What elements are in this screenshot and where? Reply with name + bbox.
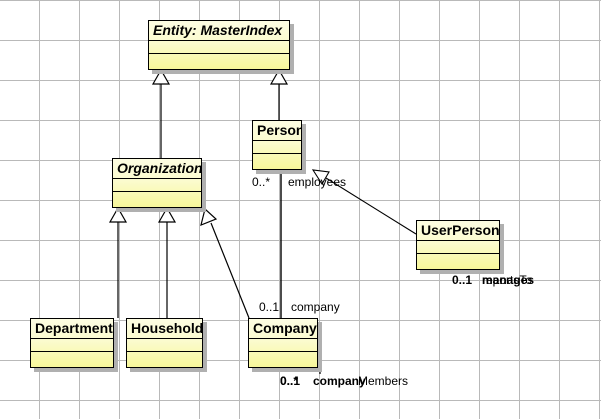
- class-attributes-household: [127, 339, 202, 352]
- class-name-organization: Organization: [113, 159, 201, 179]
- label-employees-multiplicity: 0..*: [252, 175, 271, 189]
- label-userperson-roles-stack: manages reportsTo: [482, 274, 542, 288]
- class-name-masterindex: Entity: MasterIndex: [149, 21, 289, 41]
- class-operations-person: [253, 154, 301, 168]
- class-name-department: Department: [31, 319, 113, 339]
- generalization-person-to-masterindex: [269, 68, 289, 120]
- label-companymembers-multiplicity-a: 0..1: [280, 374, 301, 388]
- label-companymembers-role-members: Members: [358, 374, 409, 388]
- class-operations-organization: [113, 192, 201, 206]
- label-companymembers-multiplicity-b: 0..*: [280, 374, 299, 388]
- class-name-person: Person: [253, 121, 301, 141]
- label-company-role: company: [291, 300, 340, 314]
- class-name-userperson: UserPerson: [417, 221, 499, 241]
- label-userperson-multiplicity: 0..1: [452, 273, 473, 287]
- label-employees-role: employees: [288, 175, 347, 189]
- label-company-multiplicity: 0..1: [259, 300, 280, 314]
- class-operations-household: [127, 352, 202, 366]
- class-operations-department: [31, 352, 113, 366]
- label-companymembers-multiplicity-stack: 0..1 0..*: [280, 375, 308, 389]
- class-operations-userperson: [417, 254, 499, 268]
- class-operations-masterindex: [149, 54, 289, 68]
- class-attributes-person: [253, 141, 301, 154]
- generalization-department-to-organization: [108, 206, 128, 318]
- class-attributes-masterindex: [149, 41, 289, 54]
- label-userperson-role-manages: manages: [482, 273, 535, 287]
- class-name-company: Company: [249, 319, 317, 339]
- class-box-household[interactable]: Household: [126, 318, 203, 368]
- class-box-department[interactable]: Department: [30, 318, 114, 368]
- class-attributes-company: [249, 339, 317, 352]
- class-operations-company: [249, 352, 317, 366]
- class-attributes-userperson: [417, 241, 499, 254]
- class-box-masterindex[interactable]: Entity: MasterIndex: [148, 20, 290, 70]
- class-box-person[interactable]: Person: [252, 120, 302, 170]
- class-box-organization[interactable]: Organization: [112, 158, 202, 208]
- class-box-company[interactable]: Company: [248, 318, 318, 368]
- generalization-company-to-organization: [200, 207, 250, 319]
- class-name-household: Household: [127, 319, 202, 339]
- class-box-userperson[interactable]: UserPerson: [416, 220, 500, 270]
- generalization-household-to-organization: [157, 206, 177, 318]
- label-companymembers-role-company: company: [313, 374, 366, 388]
- label-userperson-role-reportsto: reportsTo: [482, 273, 533, 287]
- generalization-organization-to-masterindex: [151, 68, 171, 158]
- class-attributes-organization: [113, 179, 201, 192]
- class-attributes-department: [31, 339, 113, 352]
- label-userperson-multiplicity-stack: 0..1: [452, 274, 476, 288]
